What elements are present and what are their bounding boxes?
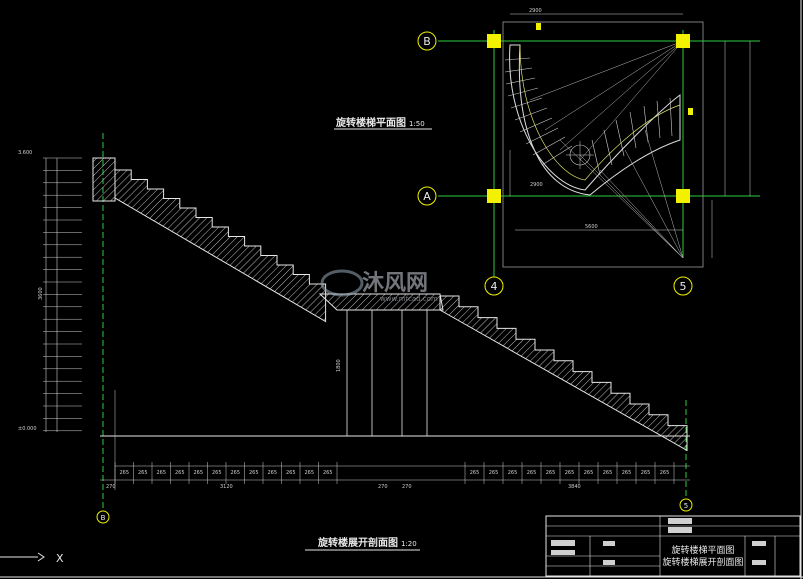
dim-mid-1: 270 <box>378 484 388 490</box>
plan-title: 旋转楼梯平面图 <box>335 116 406 129</box>
tread-dim-label: 265 <box>603 470 613 476</box>
tread-dim-label: 265 <box>470 470 480 476</box>
column-a4 <box>487 189 501 203</box>
plan-view: 5600 2900 2900 B A 4 5 旋转楼梯平面图 1:50 <box>334 8 760 296</box>
title-block: 旋转楼梯平面图 旋转楼梯展开剖面图 <box>545 515 801 577</box>
axis-bubble-a: A <box>417 186 437 206</box>
svg-text:5: 5 <box>680 280 687 293</box>
walk-line <box>519 44 681 181</box>
radial-lines <box>529 40 684 259</box>
base-level: ±0.000 <box>18 426 37 432</box>
svg-text:B: B <box>101 514 106 522</box>
tread-dim-label: 265 <box>323 470 333 476</box>
tread-dim-label: 265 <box>156 470 166 476</box>
middle-landing <box>318 293 444 311</box>
tread-dim-label: 265 <box>249 470 259 476</box>
title-block-line-2: 旋转楼梯展开剖面图 <box>662 556 743 568</box>
total-height-dim: 3600 <box>38 287 44 300</box>
svg-text:A: A <box>423 190 431 203</box>
tread-dim-label: 265 <box>622 470 632 476</box>
svg-text:5: 5 <box>684 502 688 510</box>
stair-treads <box>504 57 673 176</box>
title-block-line-1: 旋转楼梯平面图 <box>671 544 734 556</box>
ucs-icon: X <box>0 552 64 565</box>
dim-right-run: 3840 <box>568 484 581 490</box>
top-level: 3.600 <box>18 150 32 156</box>
tread-dim-label: 265 <box>565 470 575 476</box>
tread-dim-label: 265 <box>119 470 129 476</box>
spiral-stair-outline <box>509 44 681 196</box>
column-a5 <box>676 189 690 203</box>
top-landing <box>92 157 116 202</box>
column-b4 <box>487 34 501 48</box>
riser-ticks <box>43 157 82 432</box>
tread-dim-label: 265 <box>660 470 670 476</box>
dim-left-run: 3120 <box>220 484 233 490</box>
axis-bubble-b: B <box>417 31 437 51</box>
landing-supports <box>346 310 428 436</box>
dim-plan-width: 5600 <box>585 224 598 230</box>
column-b5 <box>676 34 690 48</box>
tread-dim-label: 265 <box>508 470 518 476</box>
svg-text:4: 4 <box>491 280 498 293</box>
tread-dim-label: 265 <box>641 470 651 476</box>
axis-bubble-5: 5 <box>673 276 693 296</box>
tread-dim-label: 265 <box>212 470 222 476</box>
dim-plan-inner: 2900 <box>530 182 543 188</box>
tread-dim-label: 265 <box>138 470 148 476</box>
tread-dim-label: 265 <box>193 470 203 476</box>
dim-left-edge: 270 <box>106 484 116 490</box>
watermark-logo: 沐风网 www.mfcad.com <box>320 269 438 303</box>
upper-flight <box>114 169 327 323</box>
tread-dimension-labels: 265 265 265 265 265 265 265 265 265 265 265 265 265 2… <box>119 470 669 476</box>
tread-dim-label: 265 <box>527 470 537 476</box>
plan-scale: 1:50 <box>409 120 425 128</box>
dim-mid-2: 270 <box>402 484 412 490</box>
tread-dim-label: 265 <box>489 470 499 476</box>
lower-flight <box>439 295 688 452</box>
section-scale: 1:20 <box>401 540 417 548</box>
svg-text:www.mfcad.com: www.mfcad.com <box>380 295 438 303</box>
column-markers <box>487 23 693 203</box>
section-bubble-5: 5 <box>679 498 693 512</box>
svg-text:X: X <box>56 552 64 565</box>
plan-dimensions <box>509 13 751 258</box>
plan-frame <box>502 21 704 268</box>
tread-dim-label: 265 <box>584 470 594 476</box>
tread-dim-label: 265 <box>546 470 556 476</box>
landing-height-dim: 1800 <box>336 359 342 372</box>
svg-text:B: B <box>423 35 431 48</box>
tread-dimension-row <box>114 462 690 484</box>
tread-dim-label: 265 <box>286 470 296 476</box>
tread-dim-label: 265 <box>230 470 240 476</box>
watermark-text: 沐风网 <box>362 271 428 296</box>
dim-plan-top: 2900 <box>529 8 542 14</box>
section-bubble-b: B <box>96 510 110 524</box>
tread-dim-label: 265 <box>267 470 277 476</box>
tread-dim-label: 265 <box>175 470 185 476</box>
section-title: 旋转楼展开剖面图 <box>317 536 398 549</box>
tread-dim-label: 265 <box>304 470 314 476</box>
axis-bubble-4: 4 <box>484 276 504 296</box>
